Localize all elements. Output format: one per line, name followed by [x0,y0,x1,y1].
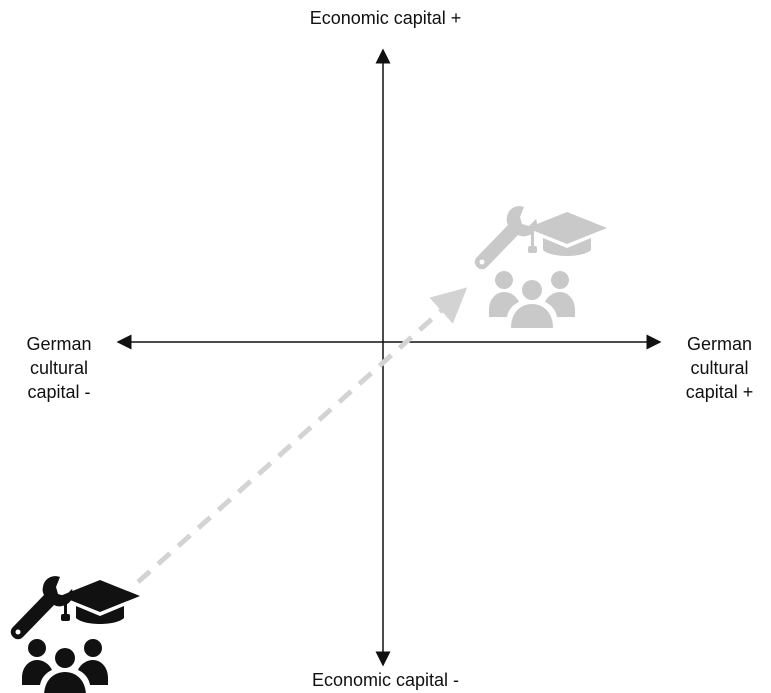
axis-label-german-cultural-capital-plus: German cultural capital + [668,332,771,404]
graduation-cap-icon [60,580,140,624]
axis-label-line: capital + [685,382,754,402]
axis-label-line: cultural [29,358,89,378]
axis-label-line: German [26,334,92,354]
axis-label-line: capital - [27,382,91,402]
axis-label-economic-capital-plus: Economic capital + [309,8,462,28]
people-group-icon [489,271,575,328]
axis-label-line: German [686,334,753,354]
graduation-cap-icon [527,212,607,256]
people-group-icon [22,639,108,693]
wrench-icon [474,206,537,270]
start-icon-cluster [10,576,140,693]
trajectory-arrow [136,287,468,584]
axis-label-economic-capital-minus: Economic capital - [311,670,460,690]
wrench-icon [10,576,73,640]
axis-label-german-cultural-capital-minus: German cultural capital - [4,332,114,404]
axis-label-line: cultural [690,358,749,378]
end-icon-cluster [474,206,607,328]
